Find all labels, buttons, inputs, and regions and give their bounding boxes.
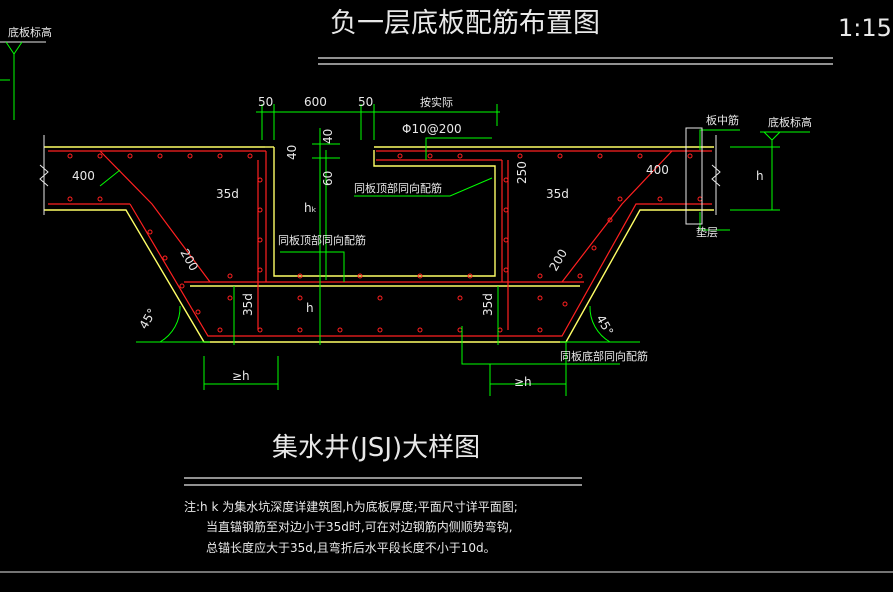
leader-same-top-2 (280, 251, 345, 282)
concrete-outline (44, 146, 714, 343)
right-column-block (685, 127, 703, 225)
dim-35d-3: 35d (241, 293, 255, 316)
dim-h-mid: h (306, 301, 314, 315)
rebar-lines (48, 150, 712, 337)
dim-h-right: h (756, 169, 764, 183)
dim-35d-1: 35d (216, 187, 239, 201)
dim-35d-2: 35d (546, 187, 569, 201)
drawing-scale: 1:150 (838, 14, 893, 42)
dim-60: 60 (321, 171, 335, 186)
leader-same-bottom (461, 326, 620, 365)
outline-pit-inner (273, 147, 496, 277)
label-rebar-spec: Φ10@200 (402, 122, 462, 136)
note-line-1: 注:h k 为集水坑深度详建筑图,h为底板厚度;平面尺寸详平面图; (184, 499, 518, 514)
angle-arc-left (159, 305, 181, 343)
label-per-actual: 按实际 (420, 95, 453, 109)
top-left-elevation-label: 底板标高 (8, 25, 52, 39)
dim-40-a: 40 (321, 129, 335, 144)
dim-angle-right: 45° (593, 313, 616, 338)
note-line-3: 总锚长度应大于35d,且弯折后水平段长度不小于10d。 (206, 540, 496, 555)
dim-50-right: 50 (358, 95, 373, 109)
dim-400-left: 400 (72, 169, 95, 183)
dim-geh-right: ≥h (514, 375, 532, 389)
dim-40-b: 40 (285, 145, 299, 160)
left-400-marker (99, 169, 121, 187)
leader-rebar-spec (425, 137, 492, 160)
angle-arc-right (589, 305, 611, 343)
label-slab-mid-bar: 板中筋 (706, 113, 739, 127)
dim-250: 250 (515, 161, 529, 184)
dim-200-left: 200 (177, 247, 201, 274)
rebar-right-diagonal (561, 150, 673, 283)
dim-50-left: 50 (258, 95, 273, 109)
dim-200-right: 200 (546, 247, 570, 274)
label-same-top-2: 同板顶部同向配筋 (278, 233, 366, 247)
label-same-bottom: 同板底部同向配筋 (560, 349, 648, 363)
rebar-outer-bottom (129, 203, 712, 337)
leader-cushion (699, 212, 730, 231)
right-elevation-triangle (763, 131, 782, 141)
dim-angle-left: 45° (136, 306, 159, 331)
rebar-dots (67, 153, 703, 333)
detail-subtitle: 集水井(JSJ)大样图 (272, 433, 480, 463)
label-cushion: 垫层 (696, 225, 718, 239)
dim-hk: hₖ (304, 201, 317, 215)
label-same-top-1: 同板顶部同向配筋 (354, 181, 442, 195)
leader-slab-mid (699, 129, 740, 150)
drawing-title: 负一层底板配筋布置图 (330, 8, 600, 39)
label-right-elevation: 底板标高 (768, 115, 812, 129)
note-line-2: 当直锚钢筋至对边小于35d时,可在对边钢筋内侧顺势弯钩, (206, 519, 513, 534)
top-left-elevation-triangle (5, 41, 23, 55)
outline-left-slab-bottom (44, 209, 714, 343)
dim-400-right: 400 (646, 163, 669, 177)
dim-35d-4: 35d (481, 293, 495, 316)
dimension-lines (99, 104, 810, 396)
dim-geh-left: ≥h (232, 369, 250, 383)
dim-600: 600 (304, 95, 327, 109)
leader-same-top-1 (354, 177, 493, 197)
rebar-left-diagonal (99, 150, 211, 283)
